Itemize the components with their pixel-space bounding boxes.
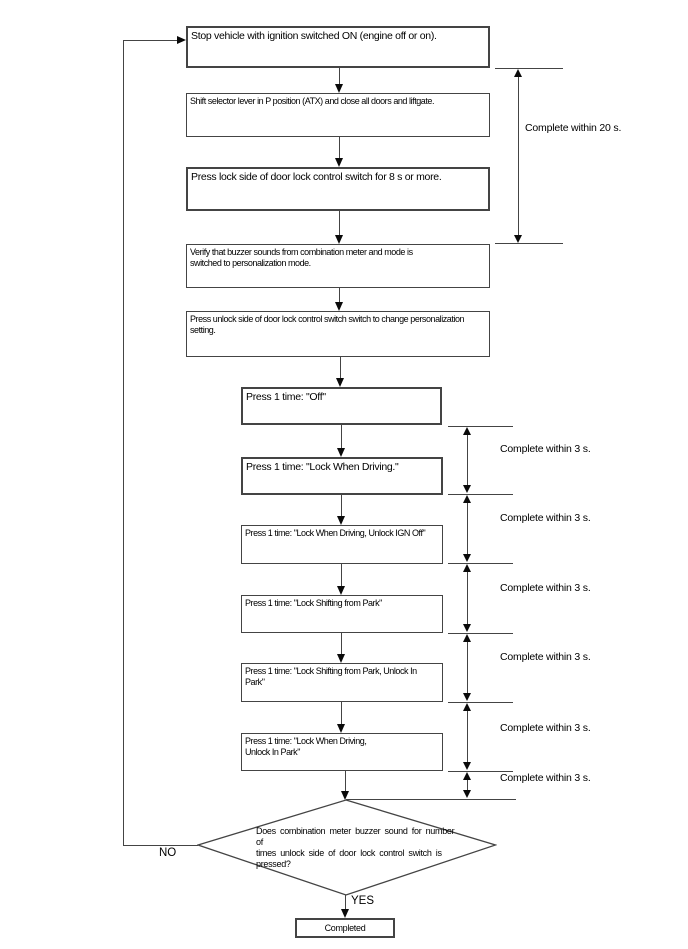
bracket-tick — [448, 494, 513, 495]
bracket-tick — [448, 563, 513, 564]
no-label: NO — [159, 847, 177, 859]
step-box-press-lock-8s: Press lock side of door lock control swi… — [186, 167, 490, 211]
yes-flow-arrow — [341, 895, 350, 918]
bracket-arrow-3s — [463, 564, 472, 632]
arrowhead-up-icon — [514, 69, 522, 77]
step-box-stop-vehicle: Stop vehicle with ignition switched ON (… — [186, 26, 490, 68]
feedback-line — [123, 40, 124, 845]
bracket-tick — [448, 426, 513, 427]
decision-diamond — [197, 799, 497, 896]
timing-annotation-3s: Complete within 3 s. — [500, 582, 591, 594]
timing-annotation-3s: Complete within 3 s. — [500, 722, 591, 734]
step-box-lock-shifting-from-park: Press 1 time: "Lock Shifting from Park" — [241, 595, 443, 633]
yes-label: YES — [351, 895, 375, 907]
flow-arrow — [337, 564, 346, 595]
bracket-tick — [448, 771, 513, 772]
feedback-arrow — [123, 36, 186, 45]
bracket-tick — [448, 633, 513, 634]
flow-arrow — [341, 771, 350, 800]
arrowhead-up-icon — [463, 703, 471, 711]
arrowhead-up-icon — [463, 772, 471, 780]
arrowhead-up-icon — [463, 634, 471, 642]
bracket-arrow-3s — [463, 634, 472, 701]
flow-arrow — [336, 357, 345, 387]
bracket-arrow-3s — [463, 772, 472, 798]
timing-annotation-3s: Complete within 3 s. — [500, 772, 591, 784]
bracket-tick — [448, 702, 513, 703]
arrowhead-up-icon — [463, 564, 471, 572]
arrowhead-up-icon — [463, 495, 471, 503]
timing-annotation-3s: Complete within 3 s. — [500, 443, 591, 455]
step-box-lock-driving-unlock-ign-off: Press 1 time: "Lock When Driving, Unlock… — [241, 525, 443, 564]
step-box-lock-shifting-unlock-in-park: Press 1 time: "Lock Shifting from Park, … — [241, 663, 443, 702]
flow-arrow — [335, 288, 344, 311]
step-box-verify-buzzer: Verify that buzzer sounds from combinati… — [186, 244, 490, 288]
diamond-apex-line — [346, 799, 516, 800]
diamond-shape — [197, 799, 497, 896]
step-box-lock-when-driving: Press 1 time: "Lock When Driving." — [241, 457, 443, 495]
timing-annotation-3s: Complete within 3 s. — [500, 512, 591, 524]
bracket-tick — [495, 243, 563, 244]
flow-arrow — [335, 68, 344, 93]
decision-text: Does combination meter buzzer sound for … — [256, 826, 455, 869]
flow-arrow — [335, 137, 344, 167]
arrowhead-up-icon — [463, 427, 471, 435]
step-box-lock-driving-unlock-in-park: Press 1 time: "Lock When Driving, Unlock… — [241, 733, 443, 771]
timing-annotation-20s: Complete within 20 s. — [525, 122, 622, 134]
timing-annotation-3s: Complete within 3 s. — [500, 651, 591, 663]
no-branch-line — [123, 845, 198, 846]
step-box-press-unlock: Press unlock side of door lock control s… — [186, 311, 490, 357]
flow-arrow — [335, 211, 344, 244]
terminal-box-completed: Completed — [295, 918, 395, 938]
flow-arrow — [337, 633, 346, 663]
bracket-arrow-3s — [463, 703, 472, 770]
bracket-arrow-3s — [463, 495, 472, 562]
bracket-arrow-3s — [463, 427, 472, 493]
flow-arrow — [337, 702, 346, 733]
step-box-press-off: Press 1 time: "Off" — [241, 387, 442, 425]
bracket-arrow-20s — [514, 69, 523, 243]
bracket-tick — [495, 68, 563, 69]
step-box-shift-selector: Shift selector lever in P position (ATX)… — [186, 93, 490, 137]
flow-arrow — [337, 495, 346, 525]
flow-arrow — [337, 425, 346, 457]
